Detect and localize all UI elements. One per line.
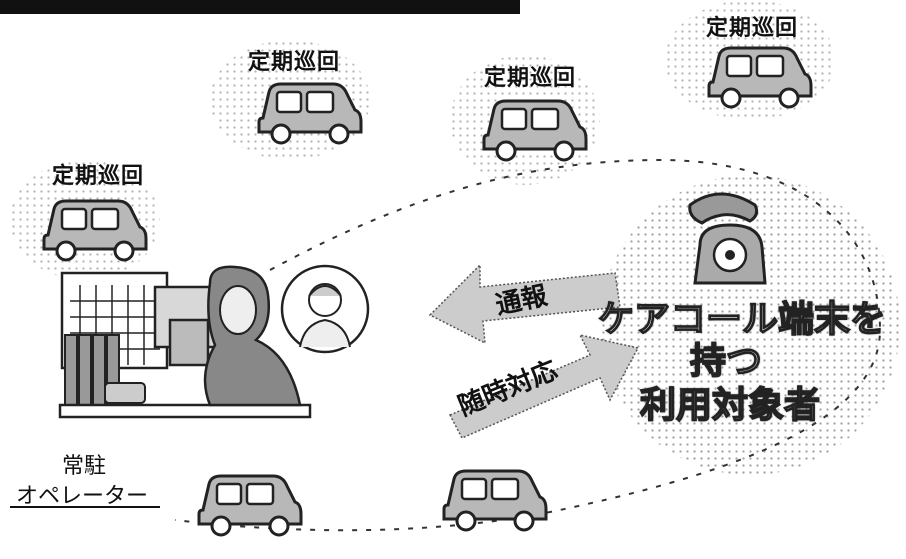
resident-face-icon bbox=[280, 264, 370, 354]
user-label-line2: 持つ bbox=[689, 340, 763, 383]
report-arrow bbox=[428, 263, 621, 345]
response-arrow bbox=[448, 333, 640, 439]
operator-label-line2: オペレーター bbox=[16, 484, 149, 509]
car-icon bbox=[482, 99, 588, 162]
telephone-icon bbox=[688, 192, 767, 285]
car-icon bbox=[42, 199, 148, 262]
patrol-label-2: 定期巡回 bbox=[484, 66, 577, 91]
header-bar bbox=[0, 0, 520, 14]
patrol-label-4: 定期巡回 bbox=[52, 164, 145, 189]
user-cloud bbox=[600, 175, 900, 475]
car-icon bbox=[197, 474, 303, 537]
car-icon bbox=[442, 469, 548, 532]
user-label-line1: ケアコール端末を bbox=[597, 298, 887, 341]
patrol-label-3: 定期巡回 bbox=[706, 16, 799, 41]
operator-label-line1: 常駐 bbox=[62, 454, 107, 479]
car-icon bbox=[257, 82, 363, 145]
operator-underline bbox=[10, 506, 160, 508]
user-label-line3: 利用対象者 bbox=[639, 384, 821, 427]
car-icon bbox=[707, 46, 813, 109]
operator-desk bbox=[58, 265, 312, 419]
patrol-label-1: 定期巡回 bbox=[248, 50, 341, 75]
